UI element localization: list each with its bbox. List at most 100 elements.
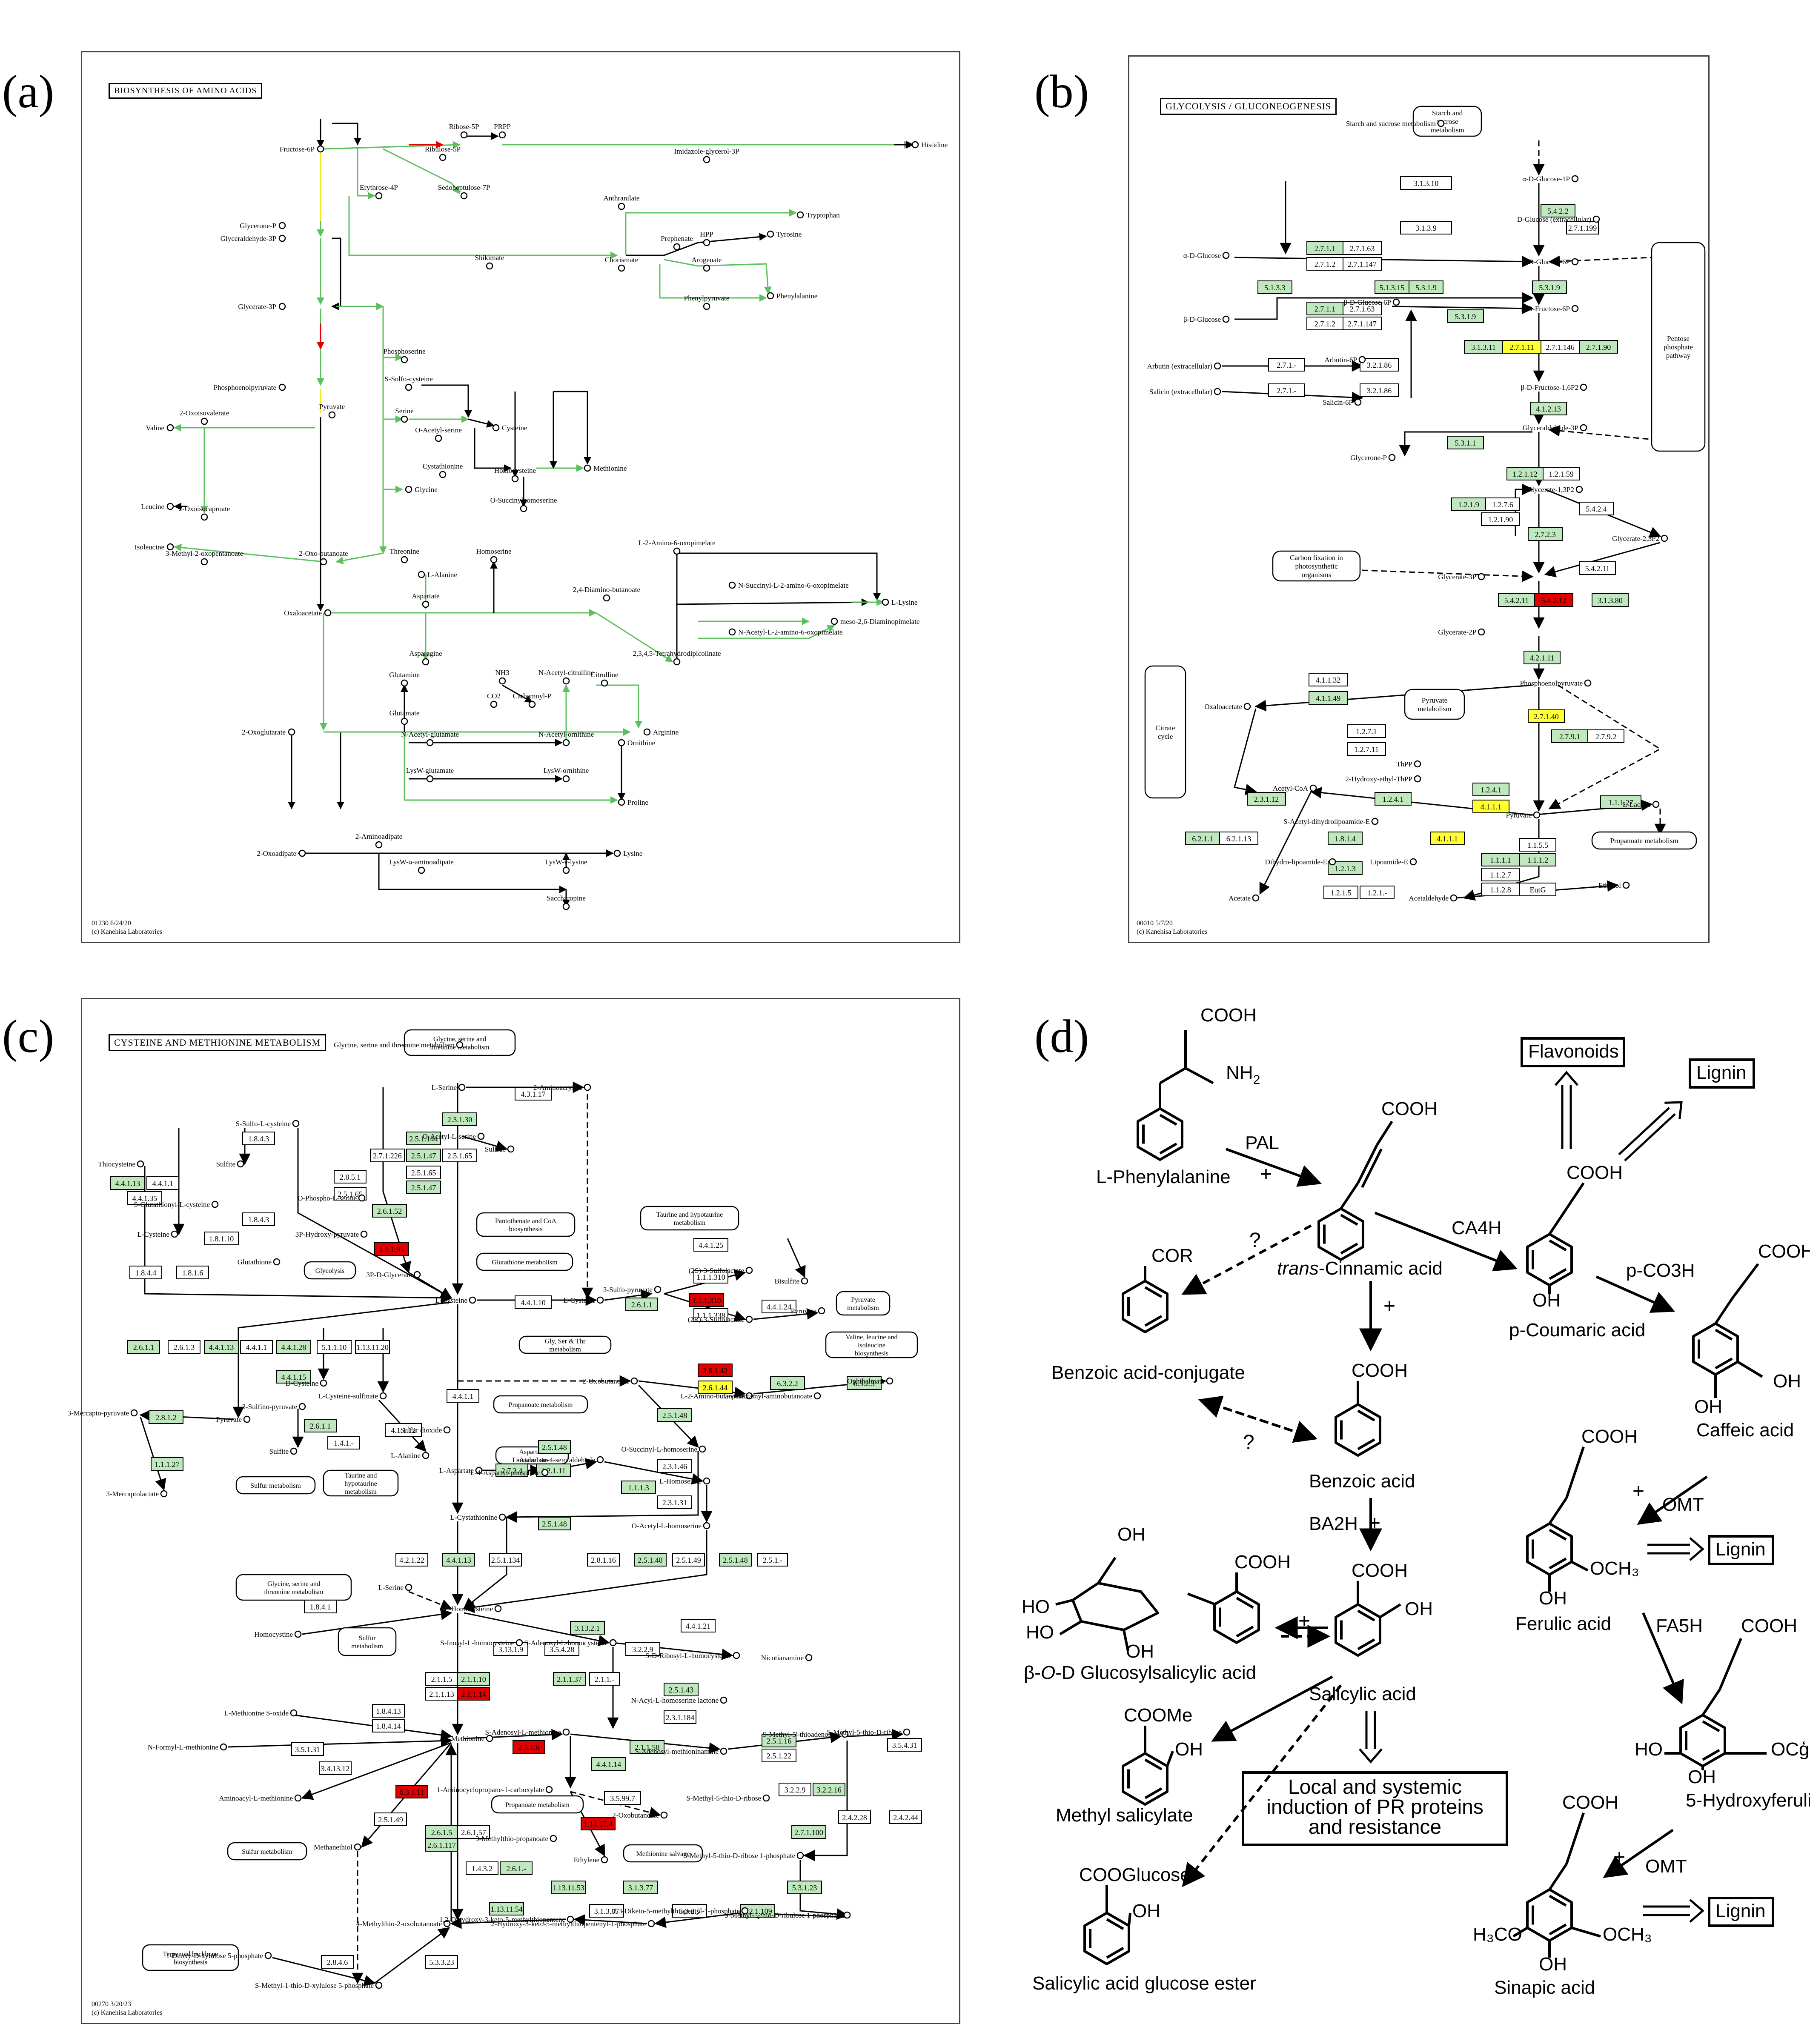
compound-label-s-methyl-5-thio-d-ribose: S-Methyl-5-thio-D-ribose	[686, 1794, 761, 1802]
compound-label-n-acetyl-glutamate: N-Acetyl-glutamate	[401, 730, 459, 738]
ring-methyl-salicylate-double-bond	[1144, 1758, 1163, 1771]
compound-label-d-glucose: α-D-Glucose	[1183, 252, 1221, 260]
reaction-edge	[1234, 292, 1534, 320]
reaction-edge	[301, 1742, 452, 1800]
enzyme-label: 5.3.1.1	[1455, 439, 1476, 447]
compound-node-phenylpyruvate	[703, 303, 710, 310]
map-link-sulfur-metabolism[interactable]: Sulfur metabolism	[235, 1476, 316, 1495]
compound-label-bisulfite: Bisulfite	[774, 1277, 799, 1285]
box-lignin-2-frame	[1708, 1535, 1774, 1565]
enzyme-label: 2.1.1.13	[429, 1690, 454, 1698]
compound-label-phenylpyruvate: Phenylpyruvate	[684, 294, 730, 302]
compound-label-l-aspartate-4-semialdehyde: L-Aspartate-4-semialdehyde	[513, 1456, 595, 1464]
map-link-glycolysis[interactable]: Glycolysis	[304, 1261, 356, 1280]
label-salicylic-acid: Salicylic acid	[1309, 1684, 1416, 1704]
compound-node-lysine	[613, 849, 621, 857]
compound-node-s-adenosyl-l-homocysteine	[609, 1639, 617, 1647]
enzyme-box-2-7-1-147: 2.7.1.147	[1343, 257, 1382, 271]
compound-node-l-methionine-s-oxide	[290, 1709, 298, 1717]
compound-node-pyruvate	[1533, 811, 1541, 819]
enzyme-box-2-3-1-31: 2.3.1.31	[657, 1495, 692, 1509]
bond	[1159, 1067, 1186, 1084]
compound-node-carbamoyl-p	[528, 700, 536, 708]
compound-label-tryptophan: Tryptophan	[806, 211, 840, 219]
compound-label-pyruvate: Pyruvate	[1506, 811, 1532, 819]
enzyme-box-3-1-3-9: 3.1.3.9	[1400, 221, 1452, 234]
map-link-label: Glycolysis	[315, 1267, 344, 1275]
map-link-glutathione-metabolism[interactable]: Glutathione metabolism	[476, 1252, 573, 1271]
compound-node-chorismate	[618, 264, 625, 272]
enzyme-label: 2.7.1.40	[1534, 712, 1559, 721]
ring-methyl-salicylate-double-bond	[1144, 1787, 1163, 1799]
enzyme-box-2-1-1-10: 2.1.1.10	[457, 1672, 490, 1686]
cooh-fer: COOH	[1581, 1426, 1638, 1447]
pathway-edge	[404, 732, 618, 804]
compound-label-2-4-diamino-butanoate: 2,4-Diamino-butanoate	[573, 586, 640, 594]
compound-label-s-adenosyl-methioninamine: S-Adenosyl-methioninamine	[635, 1747, 719, 1755]
compound-label-thpp: ThPP	[1396, 760, 1412, 768]
map-link-label: biosynthesis	[174, 1959, 207, 1966]
map-link-carbon-fixation-in-photosynthetic-organi[interactable]: Carbon fixation inphotosyntheticorganism…	[1272, 550, 1361, 582]
compound-label-dihydro-lipoamide-e: Dihydro-lipoamide-E	[1265, 858, 1327, 866]
plus-sag: +	[1298, 1610, 1310, 1632]
enzyme-label: 3.13.1.9	[498, 1645, 524, 1654]
map-link-label: Sulfur	[359, 1635, 376, 1642]
reaction-edge	[847, 1729, 904, 1741]
compound-label-glutamate: Glutamate	[389, 709, 420, 717]
compound-label-3-methylthio-propanoate: 3-Methylthio-propanoate	[475, 1835, 548, 1843]
compound-node-sulfur-dioxide	[443, 1426, 451, 1434]
map-link-sulfur-metabolism[interactable]: Sulfur metabolism	[227, 1842, 307, 1861]
enzyme-label: 2.7.1.226	[373, 1152, 402, 1160]
enzyme-label: 6.3.2.3	[853, 1379, 875, 1388]
enzyme-label: 1.1.2.8	[1490, 886, 1511, 894]
compound-label-l-serine: L-Serine	[378, 1584, 404, 1592]
enzyme-label: 5.3.2.5	[679, 1907, 700, 1915]
enzyme-box-2-7-1-199: 2.7.1.199	[1566, 221, 1599, 234]
compound-label-o-succinylhomoserine: O-Succinylhomoserine	[490, 496, 557, 504]
enzyme-label: 1.2.1.-	[1367, 889, 1387, 897]
enzyme-box-eutg: EutG	[1519, 883, 1556, 896]
map-link-valine-leucine-and-isoleucine-biosynthes[interactable]: Valine, leucine andisoleucinebiosynthesi…	[825, 1331, 918, 1358]
compound-label-phenylalanine: Phenylalanine	[776, 292, 817, 300]
compound-label-fructose-6p: Fructose-6P	[280, 145, 315, 153]
map-link-propanoate-metabolism[interactable]: Propanoate metabolism	[491, 1795, 584, 1814]
map-link-propanoate-metabolism[interactable]: Propanoate metabolism	[1591, 831, 1697, 850]
compound-label-homocysteine: Homocysteine	[494, 466, 536, 475]
compound-label-3p-hydroxy-pyruvate: 3P-Hydroxy-pyruvate	[295, 1230, 359, 1238]
ring-benzoic-conjugate-double-bond	[1144, 1286, 1163, 1298]
enzyme-label: 2.3.1.184	[666, 1713, 695, 1722]
compound-label-pyruvate: Pyruvate	[216, 1415, 242, 1424]
compound-node-ribulose-5p	[439, 154, 447, 161]
compound-node-3-sulfino-pyruvate	[298, 1403, 306, 1410]
compound-node-prephenate	[673, 243, 681, 251]
compound-node-pyruvate	[243, 1415, 251, 1423]
enzyme-box-1-2-1-59: 1.2.1.59	[1543, 467, 1580, 480]
map-link-methionine-salvage[interactable]: Methionine salvage	[623, 1844, 703, 1863]
compound-label-2-3-4-5-tetrahydrodipicolinate: 2,3,4,5-Tetrahydrodipicolinate	[633, 649, 721, 658]
enzyme-label: 1.2.1.90	[1488, 515, 1513, 524]
map-link-label: Citrate	[1155, 724, 1175, 732]
compound-node-leucine	[166, 503, 174, 510]
map-link-propanoate-metabolism[interactable]: Propanoate metabolism	[493, 1395, 588, 1414]
arrow-question-2b	[1198, 1395, 1316, 1440]
compound-node-l-serine	[458, 1083, 466, 1091]
enzyme-box-3-2-2-9: 3.2.2.9	[779, 1783, 811, 1796]
compound-label-s-methyl-5-thio-d-ribose-1-phosphate: S-Methyl-5-thio-D-ribose 1-phosphate	[683, 1852, 795, 1860]
enzyme-box-1-1-2-7: 1.1.2.7	[1481, 868, 1520, 881]
reaction-edge	[604, 1289, 653, 1301]
box-local-line2: induction of PR proteins	[1266, 1796, 1484, 1818]
enzyme-box-2-6-1-42: 2.6.1.42	[698, 1364, 733, 1377]
enzyme-label: 3.2.2.9	[632, 1645, 653, 1654]
